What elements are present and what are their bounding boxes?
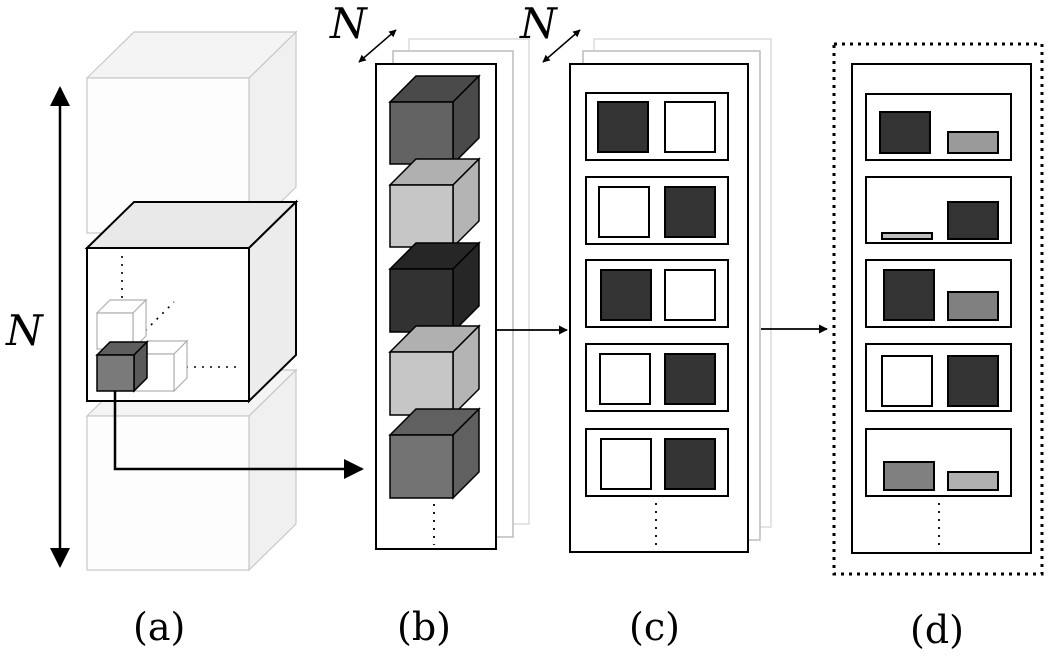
binary-row-5 [585, 428, 729, 497]
panel-d: (d) [832, 42, 1044, 652]
panel-label-d: (d) [910, 608, 964, 652]
selected-voxel [95, 340, 149, 393]
dotted-border [832, 42, 1044, 576]
weighted-row-4 [865, 343, 1012, 412]
n-label-vertical: N [5, 306, 44, 355]
column-cube-3 [388, 241, 481, 334]
weighted-row-5 [865, 428, 1012, 497]
panel-label-b: (b) [397, 605, 451, 649]
binary-row-4 [585, 343, 729, 412]
depth-arrow-b [358, 29, 397, 63]
panel-label-c: (c) [629, 605, 680, 649]
weighted-row-3 [865, 259, 1012, 328]
column-cube-1 [388, 74, 481, 166]
n-label-depth-b: N [329, 0, 368, 48]
binary-row-1 [585, 92, 729, 161]
panel-label-a: (a) [133, 605, 185, 649]
column-cube-5 [388, 407, 481, 500]
binary-row-2 [585, 176, 729, 245]
weighted-rows [865, 93, 1012, 497]
depth-arrow-c [542, 29, 581, 63]
panel-b: N [329, 0, 568, 649]
weighted-row-2 [865, 176, 1012, 244]
ghost-cube-top [85, 30, 298, 235]
column-cube-4 [388, 324, 481, 417]
column-cube-2 [388, 157, 481, 249]
binary-rows [585, 92, 729, 497]
n-label-depth-c: N [519, 0, 558, 48]
panel-a: N [5, 30, 364, 649]
voxel-to-column-arrow [113, 391, 364, 479]
weighted-row-1 [865, 93, 1012, 161]
panel-c: N [519, 0, 828, 649]
cube-column [388, 74, 481, 500]
binary-row-3 [585, 259, 729, 328]
